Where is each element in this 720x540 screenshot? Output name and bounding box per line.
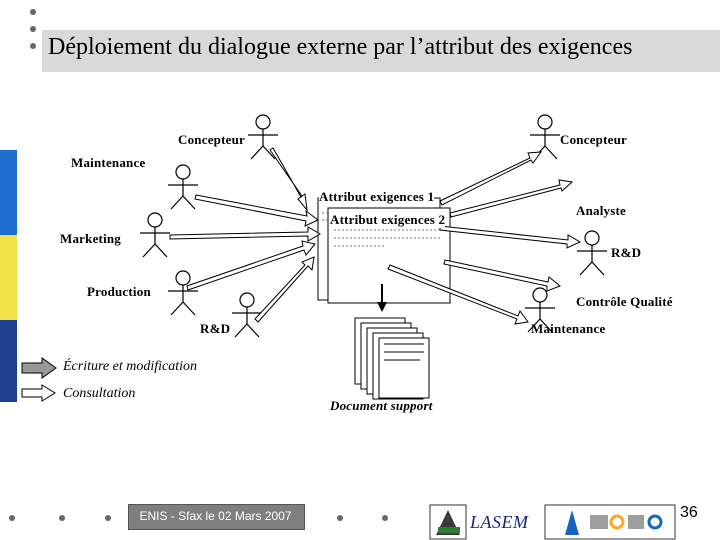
actor-label-concepteur-right: Concepteur	[560, 132, 627, 147]
document-support-label: Document support	[330, 398, 433, 413]
actor-label-concepteur-left: Concepteur	[178, 132, 245, 147]
doc-arrow-head	[377, 302, 387, 312]
actor-label-marketing: Marketing	[60, 231, 122, 246]
actor-label-rd-right: R&D	[611, 245, 642, 260]
bullet-dot	[30, 26, 36, 32]
enis-logo-icon	[429, 504, 467, 540]
left-stripe-blue	[0, 150, 17, 235]
actor-maintenance-top-icon	[167, 164, 199, 210]
actor-label-controle-qualite: Contrôle Qualité	[576, 294, 673, 309]
actor-label-analyste: Analyste	[576, 203, 626, 218]
page-number: 36	[680, 504, 698, 521]
legend-write-arrow-icon	[21, 357, 57, 379]
footer-text: ENIS - Sfax le 02 Mars 2007	[139, 509, 292, 523]
lasem-logo-text: LASEM	[470, 512, 529, 532]
left-stripe-navy	[0, 320, 17, 402]
actor-production-icon	[167, 270, 199, 316]
footer-box	[128, 504, 305, 530]
actor-rd-right-icon	[576, 230, 608, 276]
slide-title: Déploiement du dialogue externe par l’at…	[48, 34, 633, 60]
actor-label-rd-left: R&D	[200, 321, 231, 336]
attribute-label-1: Attribut exigences 1	[319, 189, 435, 205]
bullet-dot	[30, 43, 36, 49]
document-stack-icon	[354, 317, 430, 400]
actor-rd-left-icon	[231, 292, 263, 338]
title-bar	[42, 30, 720, 72]
footer-dots	[9, 515, 388, 521]
read-arrows	[387, 151, 582, 325]
write-arrows	[169, 147, 321, 323]
bullet-dot	[30, 9, 36, 15]
actor-label-maintenance-top: Maintenance	[71, 155, 146, 170]
actor-label-maintenance-bottom: Maintenance	[531, 321, 606, 336]
attribute-label-2: Attribut exigences 2	[330, 212, 446, 228]
legend-read-label: Consultation	[63, 386, 136, 401]
inp-grenoble-logo-icon	[544, 504, 676, 540]
actor-label-production: Production	[87, 284, 151, 299]
legend-write-label: Écriture et modification	[63, 359, 198, 374]
actor-marketing-icon	[139, 212, 171, 258]
legend-read-arrow-icon	[21, 384, 56, 402]
left-stripe-yellow	[0, 235, 17, 320]
